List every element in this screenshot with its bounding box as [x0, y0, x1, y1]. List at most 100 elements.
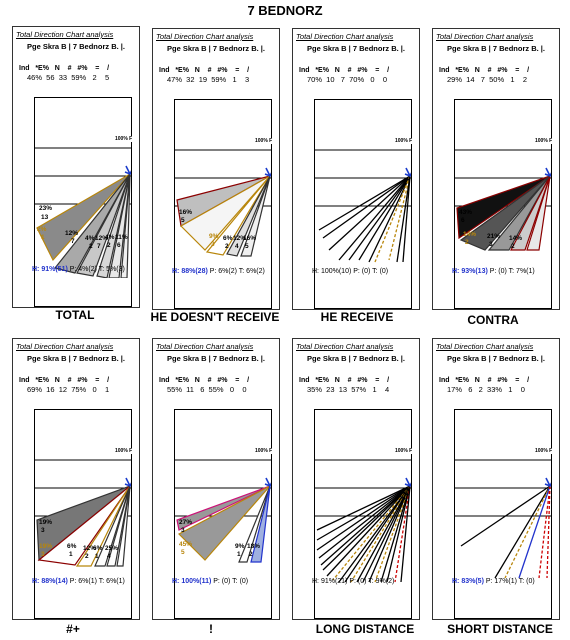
wedge-label: 3 — [181, 527, 185, 534]
top-label: 100% F — [115, 448, 133, 454]
direction-wedge — [106, 485, 131, 567]
wedge-label: 27% — [179, 519, 192, 526]
wedge-label: 12% — [233, 235, 246, 242]
direction-line — [344, 485, 411, 583]
footer-stats: H: 100%(10) P: (0) T: (0) — [312, 268, 388, 275]
wedge-label: 3 — [211, 241, 215, 248]
footer-hit: H: 91%(21) — [312, 578, 350, 585]
wedge-label: 4% — [85, 235, 95, 242]
attacker-arrow-icon — [544, 167, 551, 178]
team-title: Pge Skra B | 7 Bednorz B. |. — [307, 44, 405, 53]
direction-wedge — [510, 175, 551, 251]
wedge-label: 23% — [39, 205, 52, 212]
wedge-label: 2 — [89, 243, 93, 250]
wedge-label: 6% — [67, 543, 77, 550]
attacker-arrow-icon — [264, 477, 271, 488]
panel-header: Total Direction Chart analysis — [16, 342, 114, 351]
footer-stats: H: 91%(21) P: (0) T: 9%(2) — [312, 578, 394, 585]
chart-caption: CONTRA — [467, 313, 519, 327]
direction-line — [368, 175, 411, 263]
direction-wedge — [75, 485, 131, 567]
page-title: 7 BEDNORZ — [247, 3, 323, 18]
direction-line — [394, 485, 411, 583]
wedge-label: 2% — [37, 226, 47, 233]
direction-wedge — [94, 485, 131, 567]
direction-wedge — [96, 173, 131, 278]
wedge-label: 6 — [461, 217, 465, 224]
footer-stats: H: 91%(51) P: 4%(2) T: 5%(3) — [32, 266, 125, 273]
footer-rest: P: (0) T: (0) — [353, 268, 389, 275]
wedge-label: 11% — [115, 234, 128, 241]
direction-line — [402, 175, 411, 263]
direction-line — [362, 485, 411, 583]
stats-values: 46% 56 33 59% 2 5 — [27, 73, 110, 82]
direction-line — [326, 485, 411, 577]
direction-wedge — [205, 175, 271, 256]
wedge-label: 13 — [41, 214, 49, 221]
direction-line — [368, 485, 411, 583]
footer-stats: H: 83%(5) P: 17%(1) T: (0) — [452, 578, 535, 585]
wedge-label: 5 — [181, 217, 185, 224]
footer-hit: H: 100%(11) — [172, 578, 214, 585]
stats-values: 17% 6 2 33% 1 0 — [447, 385, 525, 394]
footer-stats: H: 88%(14) P: 6%(1) T: 6%(1) — [32, 578, 125, 585]
direction-wedge — [180, 175, 271, 251]
top-label: 100% F — [535, 138, 553, 144]
team-title: Pge Skra B | 7 Bednorz B. |. — [307, 354, 405, 363]
footer-stats: H: 88%(28) P: 6%(2) T: 6%(2) — [172, 268, 265, 275]
direction-line — [396, 175, 411, 263]
footer-rest: P: 17%(1) T: (0) — [485, 578, 535, 585]
wedge-label: 4 — [107, 553, 111, 560]
direction-wedge — [176, 485, 271, 531]
footer-hit: H: 88%(14) — [32, 578, 70, 585]
wedge-label: 4% — [105, 234, 115, 241]
direction-line — [320, 485, 411, 566]
wedge-label: 6% — [93, 545, 103, 552]
stats-header: Ind *E% N # #% = / — [299, 67, 390, 74]
wedge-label: 16% — [179, 209, 192, 216]
wedge-label: 45% — [179, 541, 192, 548]
wedge-label: 12% — [95, 235, 108, 242]
footer-hit: H: 83%(5) — [452, 578, 486, 585]
wedge-label: 3 — [41, 527, 45, 534]
direction-svg: 27%345%59%118%2 — [175, 459, 271, 563]
direction-line — [322, 175, 411, 239]
stats-header: Ind *E% N # #% = / — [439, 377, 530, 384]
wedge-label: 3 — [489, 241, 493, 248]
panel-header: Total Direction Chart analysis — [16, 30, 114, 39]
footer-hit: H: 100%(10) — [312, 268, 354, 275]
direction-line — [374, 485, 411, 583]
wedge-label: 19% — [39, 519, 52, 526]
wedge-label: 2 — [225, 243, 229, 250]
direction-line — [318, 175, 411, 231]
panel-header: Total Direction Chart analysis — [436, 32, 534, 41]
direction-line — [356, 485, 411, 583]
direction-svg: 19%319%36%112%26%125%4 — [35, 459, 131, 567]
direction-wedge — [250, 485, 271, 563]
wedge-label: 6% — [223, 235, 233, 242]
direction-svg: 43%614%221%314%2 — [455, 149, 551, 251]
wedge-label: 14% — [509, 235, 522, 242]
direction-line — [338, 175, 411, 261]
chart-caption: TOTAL — [55, 308, 95, 322]
top-label: 100% F — [395, 138, 413, 144]
wedge-label: 2 — [511, 243, 515, 250]
direction-line — [460, 485, 551, 547]
top-label: 100% F — [255, 448, 273, 454]
direction-wedge — [456, 175, 551, 240]
stats-values: 69% 16 12 75% 0 1 — [27, 385, 110, 394]
direction-line — [494, 485, 551, 579]
wedge-label: 1 — [237, 551, 241, 558]
footer-hit: H: 93%(13) — [452, 268, 490, 275]
footer-hit: H: 91%(51) — [32, 266, 70, 273]
wedge-label: 21% — [487, 233, 500, 240]
